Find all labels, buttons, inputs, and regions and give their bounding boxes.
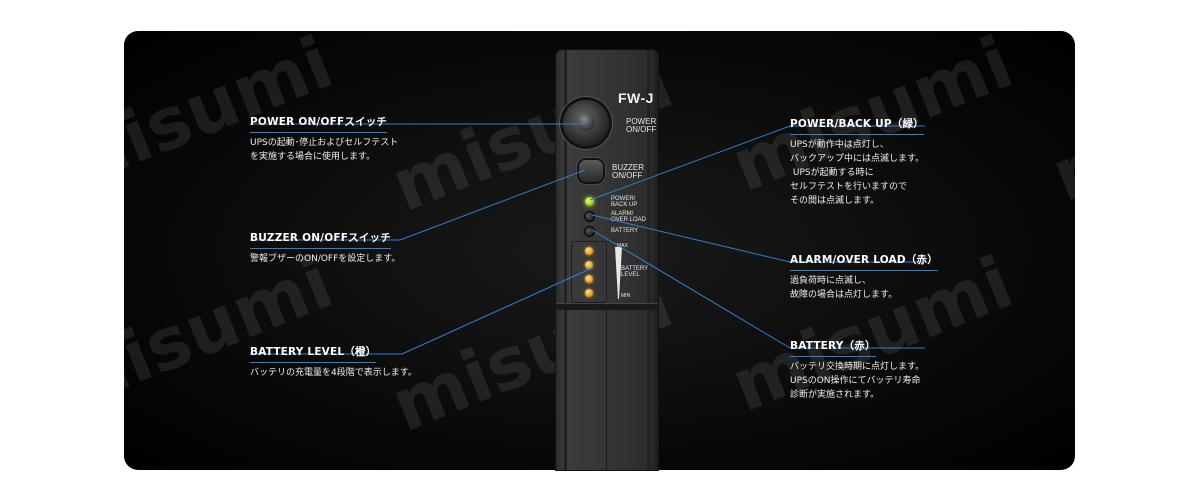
- callout-title: POWER ON/OFFスイッチ: [250, 114, 388, 133]
- callout-body: 過負荷時に点滅し、 故障の場合は点灯します。: [790, 276, 898, 300]
- callout-power-backup: POWER/BACK UP（緑） UPSが動作中は点灯し、 バックアップ中には点…: [790, 112, 924, 208]
- callout-body: UPSの起動･停止およびセルフテスト を実施する場合に使用します。: [250, 138, 399, 162]
- model-name: FW-J: [618, 90, 654, 106]
- battery-level-max-label: MAX: [617, 243, 628, 249]
- callout-buzzer-switch: BUZZER ON/OFFスイッチ 警報ブザーのON/OFFを設定します。: [250, 226, 400, 266]
- callout-battery-level: BATTERY LEVEL（橙） バッテリの充電量を4段階で表示します。: [250, 340, 417, 380]
- callout-body: バッテリの充電量を4段階で表示します。: [250, 368, 417, 378]
- battery-led: [585, 227, 594, 236]
- battery-level-label: BATTERY LEVEL: [621, 266, 649, 278]
- callout-battery: BATTERY（赤） バッテリ交換時期に点灯します。 UPSのON操作にてバッテ…: [790, 334, 924, 402]
- power-backup-led-label: POWER/ BACK UP: [611, 196, 638, 208]
- battery-led-label: BATTERY: [611, 228, 639, 234]
- alarm-overload-led: [585, 212, 594, 221]
- power-switch-label: POWER ON/OFF: [626, 117, 657, 134]
- battery-level-led: [585, 247, 593, 255]
- alarm-overload-led-label: ALARM/ OVER LOAD: [611, 211, 647, 223]
- battery-level-led: [585, 275, 593, 283]
- callout-body: UPSが動作中は点灯し、 バックアップ中には点滅します。 UPSが起動する時に …: [790, 140, 925, 206]
- callout-title: BATTERY LEVEL（橙）: [250, 344, 377, 363]
- callout-alarm-overload: ALARM/OVER LOAD（赤） 過負荷時に点滅し、 故障の場合は点灯します…: [790, 248, 938, 302]
- battery-level-led: [585, 289, 593, 297]
- callout-body: 警報ブザーのON/OFFを設定します。: [250, 254, 401, 264]
- battery-level-led: [585, 261, 593, 269]
- callout-title: POWER/BACK UP（緑）: [790, 116, 924, 135]
- watermark: misumi: [1060, 250, 1198, 438]
- buzzer-switch-label: BUZZER ON/OFF: [612, 163, 644, 180]
- callout-body: バッテリ交換時期に点灯します。 UPSのON操作にてバッテリ寿命 診断が実施され…: [790, 362, 925, 400]
- power-backup-led: [585, 197, 594, 206]
- callout-title: ALARM/OVER LOAD（赤）: [790, 252, 938, 271]
- callout-title: BATTERY（赤）: [790, 338, 876, 357]
- battery-level-min-label: MIN: [621, 293, 631, 299]
- callout-title: BUZZER ON/OFFスイッチ: [250, 230, 391, 249]
- buzzer-switch[interactable]: [579, 160, 603, 182]
- callout-power-switch: POWER ON/OFFスイッチ UPSの起動･停止およびセルフテスト を実施す…: [250, 110, 398, 164]
- power-switch[interactable]: [563, 100, 609, 146]
